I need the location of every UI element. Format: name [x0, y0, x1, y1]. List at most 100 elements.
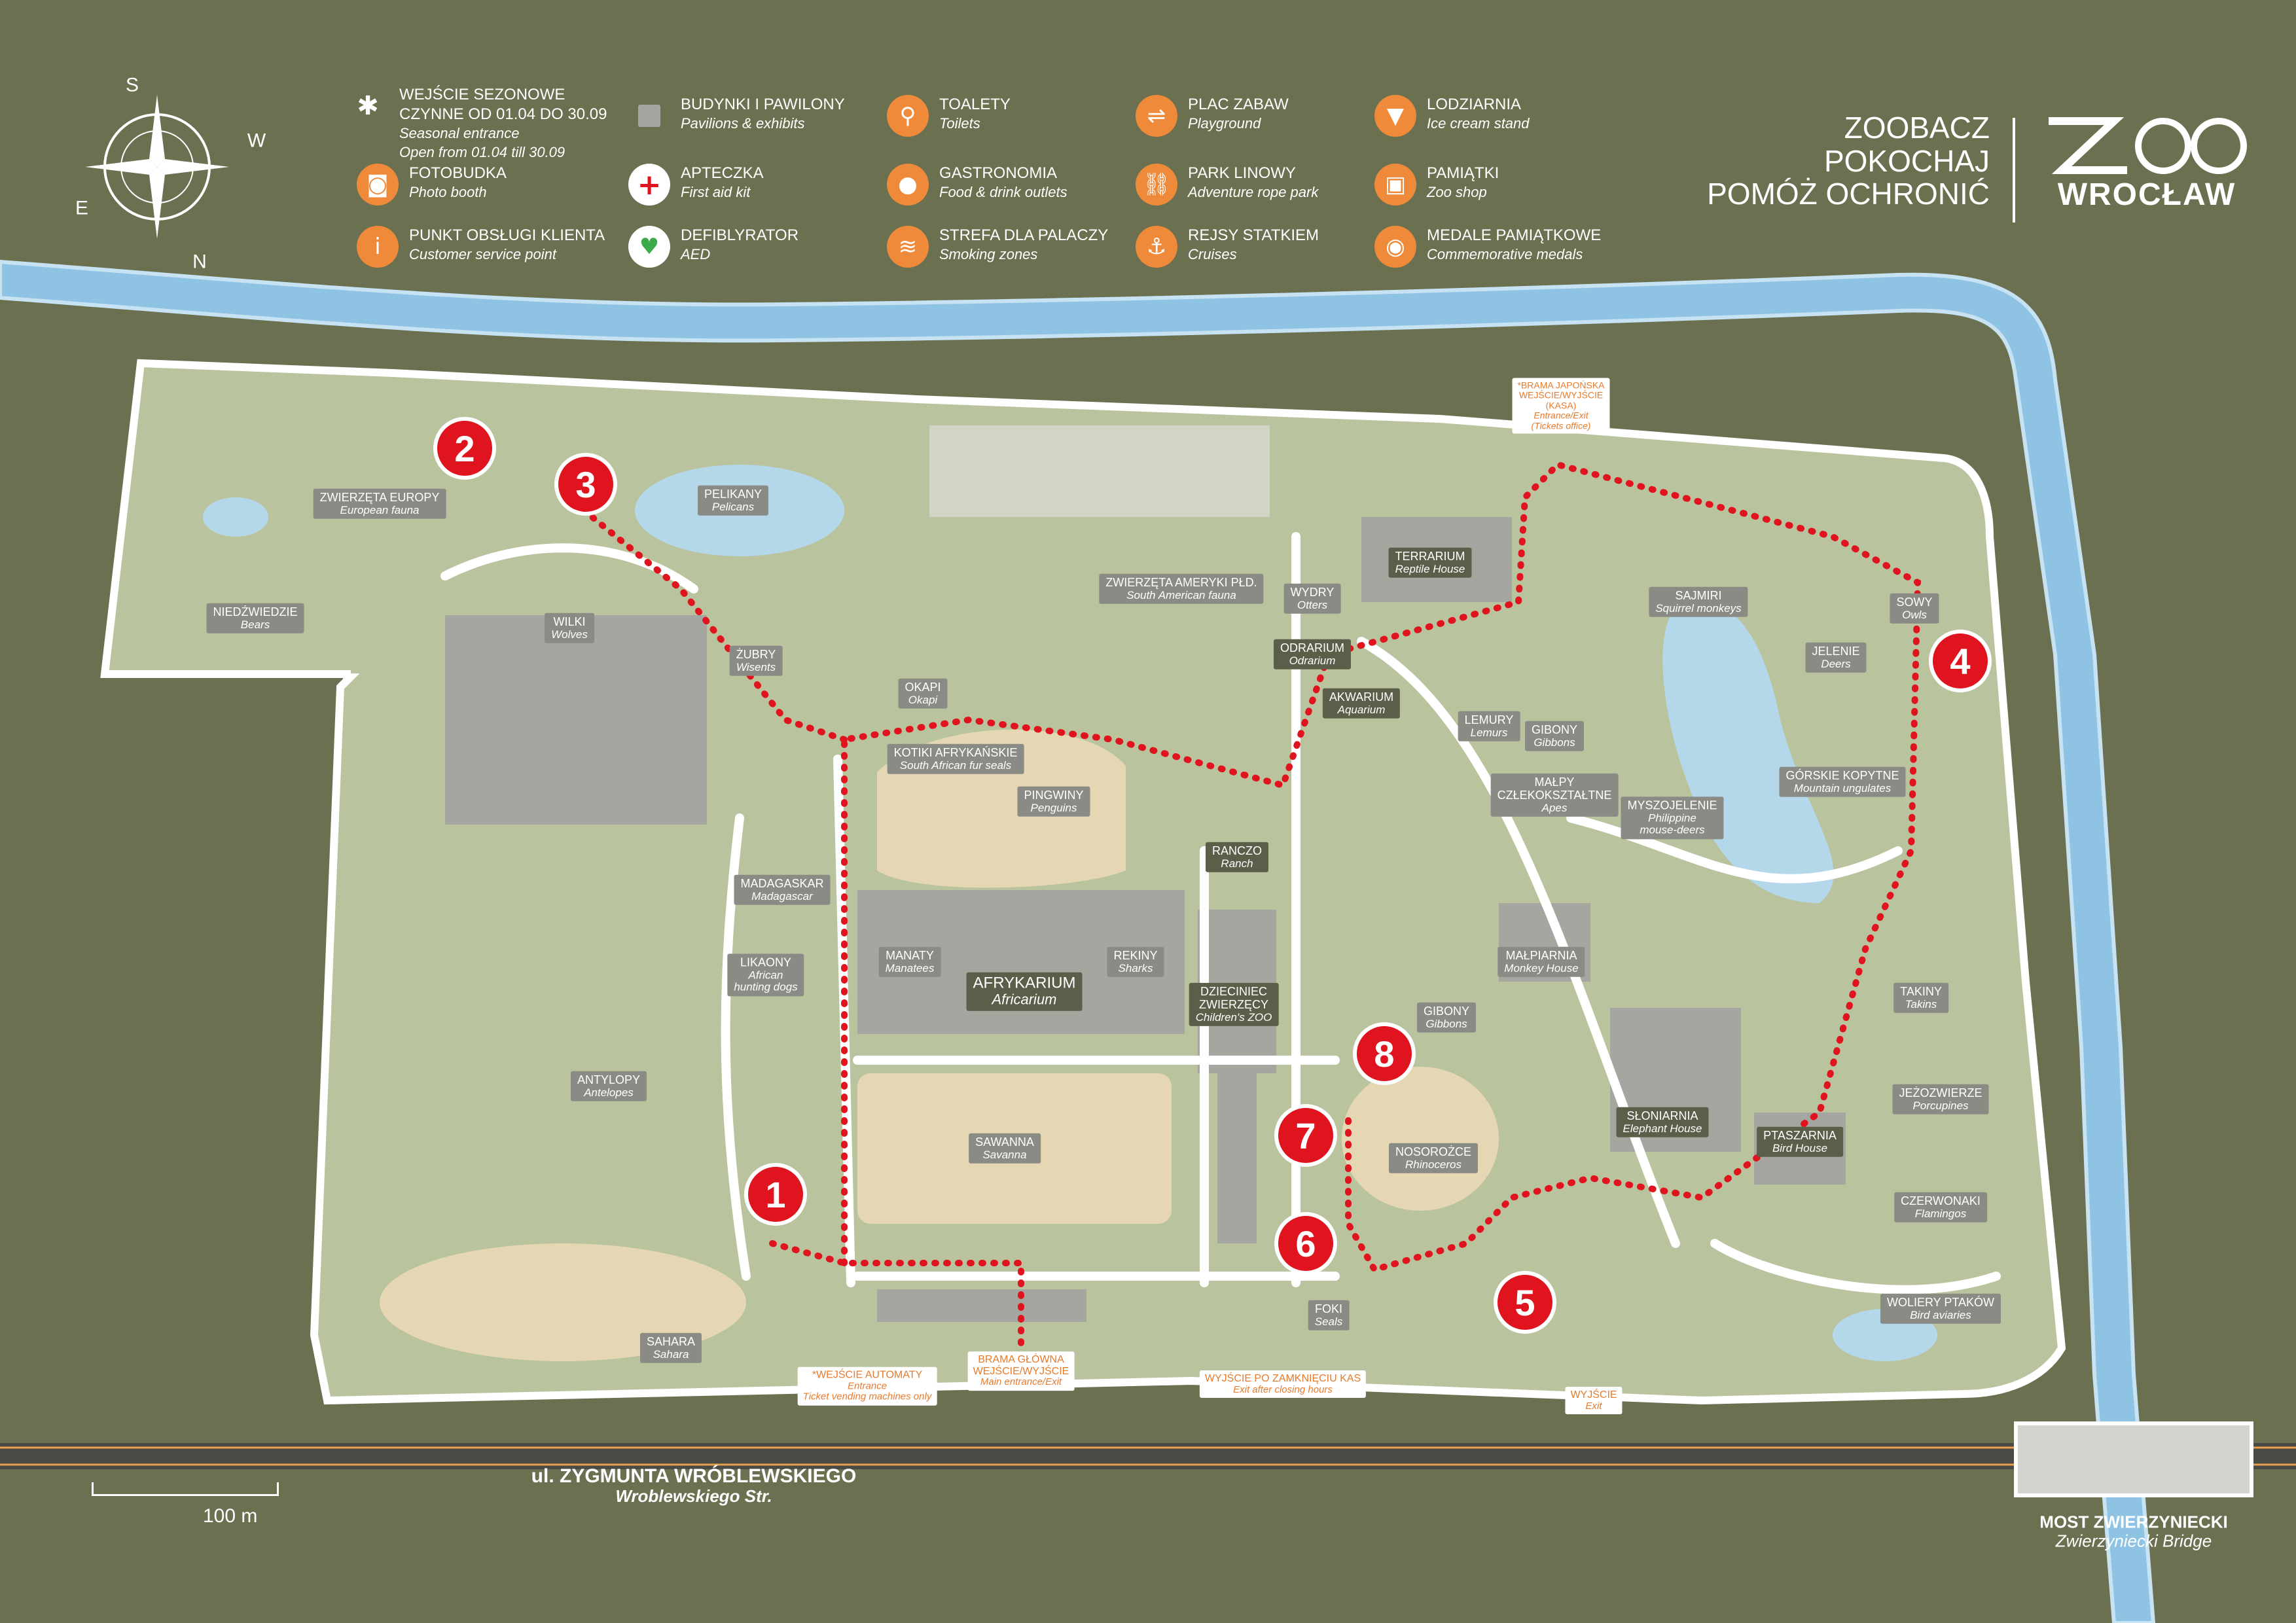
gift-icon: ▣ [1374, 164, 1416, 205]
rope-park-icon: ⛓ [1136, 164, 1177, 205]
first-aid-cross-icon: + [628, 164, 670, 205]
medal-press-icon: ◉ [1374, 226, 1416, 268]
photo-booth-icon: ◙ [357, 164, 399, 205]
compass-north: N [192, 251, 207, 273]
rhino-area [1342, 1067, 1499, 1211]
ice-cream-icon: ▼ [1374, 95, 1416, 137]
label-south-american: ZWIERZĘTA AMERYKI PŁD.South American fau… [1099, 573, 1264, 605]
info-icon: i [357, 226, 399, 268]
smoking-icon: ≋ [887, 226, 929, 268]
bldg-south [877, 1289, 1086, 1322]
brand-name: WROCŁAW [2057, 177, 2236, 212]
route-stop-6: 6 [1274, 1212, 1337, 1275]
route-stop-5: 5 [1494, 1271, 1556, 1334]
bear-pond [203, 497, 268, 537]
route-stop-8: 8 [1353, 1022, 1416, 1085]
compass-rose [85, 95, 229, 239]
compass-east: E [75, 197, 89, 219]
bldg-parking [929, 425, 1270, 517]
river [0, 259, 2156, 1623]
scale-bar [92, 1482, 279, 1496]
bldg-stripe [1217, 1073, 1257, 1243]
bridge-deck [2014, 1421, 2253, 1497]
route-stop-4: 4 [1929, 630, 1992, 692]
bldg-wolves [445, 615, 707, 825]
zoo-logo: WROCŁAW [2036, 115, 2258, 226]
route-stop-1: 1 [744, 1163, 807, 1226]
route-stop-7: 7 [1274, 1104, 1337, 1167]
zoo-logo-icon [2049, 117, 2247, 174]
aed-heart-icon: ♥ [628, 226, 670, 268]
east-lake [1662, 600, 1834, 903]
sahara-area [380, 1243, 746, 1361]
asterisk-icon: ✱ [357, 91, 379, 121]
compass-west: W [247, 130, 266, 152]
toilets-icon: ⚲ [887, 95, 929, 137]
route-stop-2: 2 [433, 417, 496, 480]
logo-divider [2013, 118, 2015, 223]
anchor-icon: ⚓ [1136, 226, 1177, 268]
scale-label: 100 m [203, 1505, 258, 1527]
playground-icon: ⇌ [1136, 95, 1177, 137]
